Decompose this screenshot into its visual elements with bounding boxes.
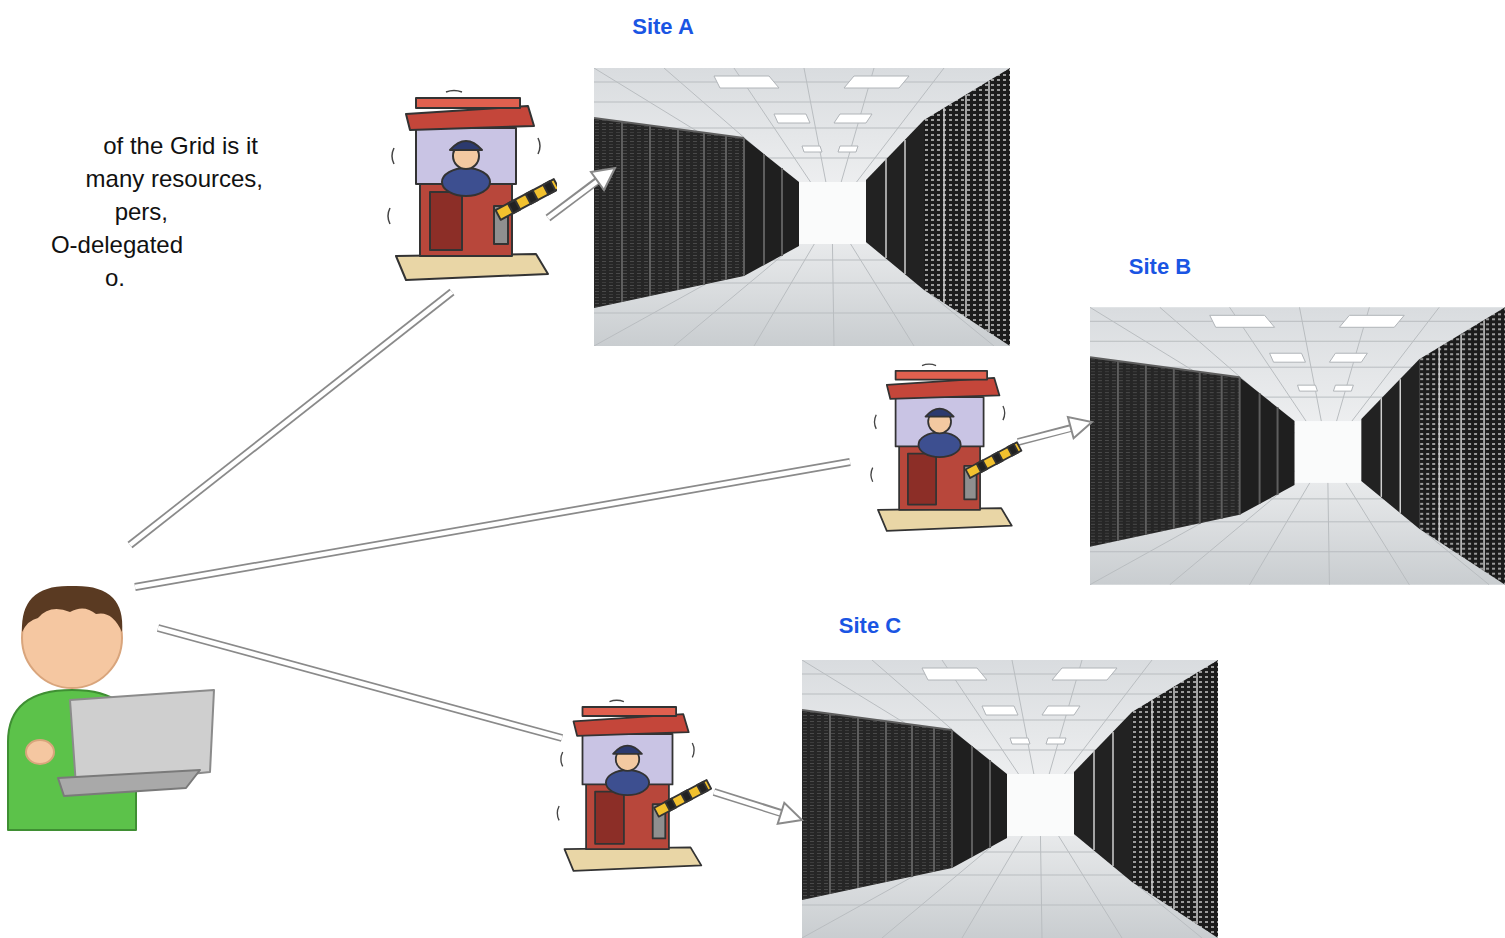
site-box: Site B: [1090, 254, 1505, 585]
slide-text: O-delegated: [51, 231, 183, 259]
site-title: Site B: [1129, 254, 1191, 280]
site-title: Site A: [632, 14, 694, 40]
slide-text: o.: [105, 264, 125, 292]
slide-text: pers,: [115, 198, 168, 226]
slide-text: of the Grid is it: [103, 132, 258, 160]
user-icon: [8, 586, 214, 830]
slide-text: many resources,: [86, 165, 263, 193]
datacenter-picture: [594, 68, 1505, 938]
guard-booth: [388, 91, 1021, 871]
site-box: Site A: [594, 14, 1010, 346]
site-box: Site C: [802, 613, 1218, 938]
site-title: Site C: [839, 613, 901, 639]
